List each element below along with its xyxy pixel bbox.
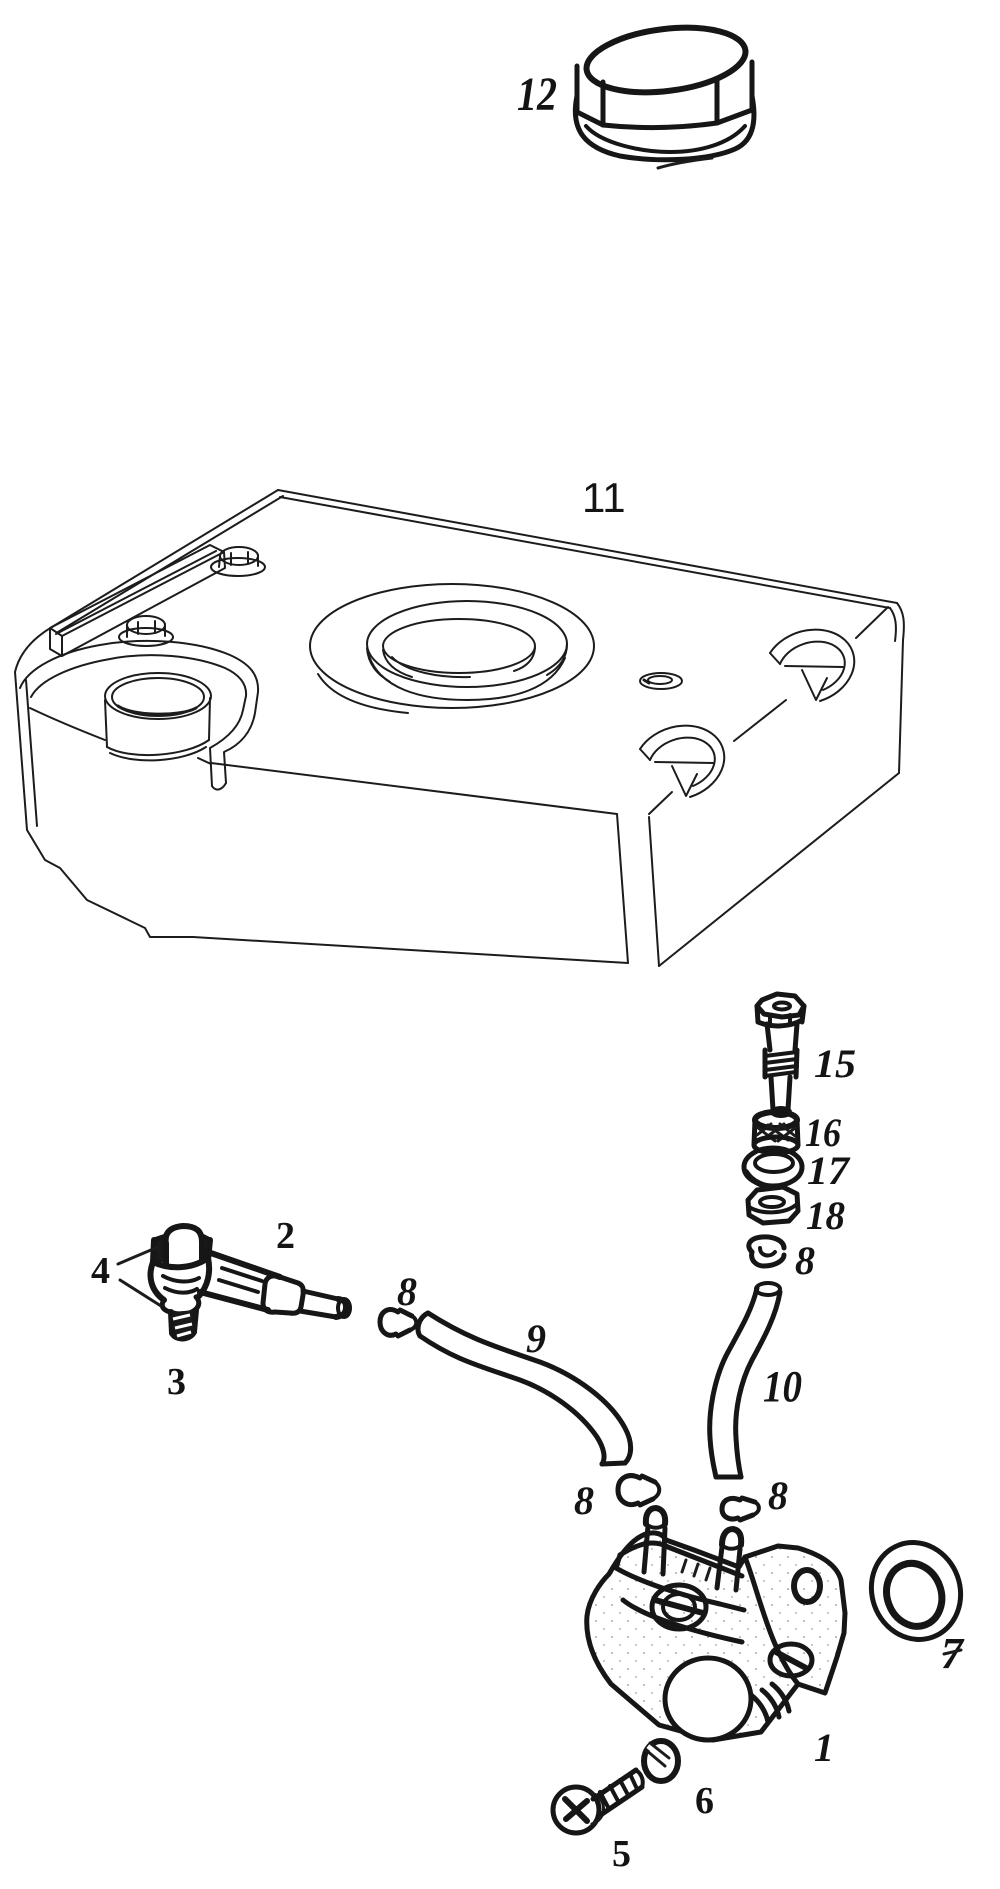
svg-text:9: 9 — [526, 1316, 546, 1361]
svg-text:16: 16 — [805, 1110, 841, 1155]
svg-text:5: 5 — [612, 1833, 631, 1875]
svg-text:4: 4 — [91, 1250, 110, 1292]
svg-text:3: 3 — [167, 1361, 186, 1403]
svg-text:8: 8 — [795, 1238, 815, 1283]
svg-text:15: 15 — [814, 1041, 856, 1086]
svg-text:2: 2 — [276, 1215, 295, 1257]
svg-text:6: 6 — [695, 1780, 714, 1822]
svg-text:11: 11 — [582, 474, 626, 521]
svg-text:17: 17 — [807, 1148, 851, 1193]
svg-text:18: 18 — [806, 1193, 845, 1238]
svg-text:8: 8 — [768, 1473, 788, 1518]
svg-text:1: 1 — [814, 1725, 834, 1770]
svg-text:8: 8 — [574, 1478, 594, 1523]
svg-text:8: 8 — [397, 1269, 417, 1314]
svg-text:12: 12 — [517, 68, 557, 121]
svg-text:10: 10 — [763, 1362, 802, 1411]
